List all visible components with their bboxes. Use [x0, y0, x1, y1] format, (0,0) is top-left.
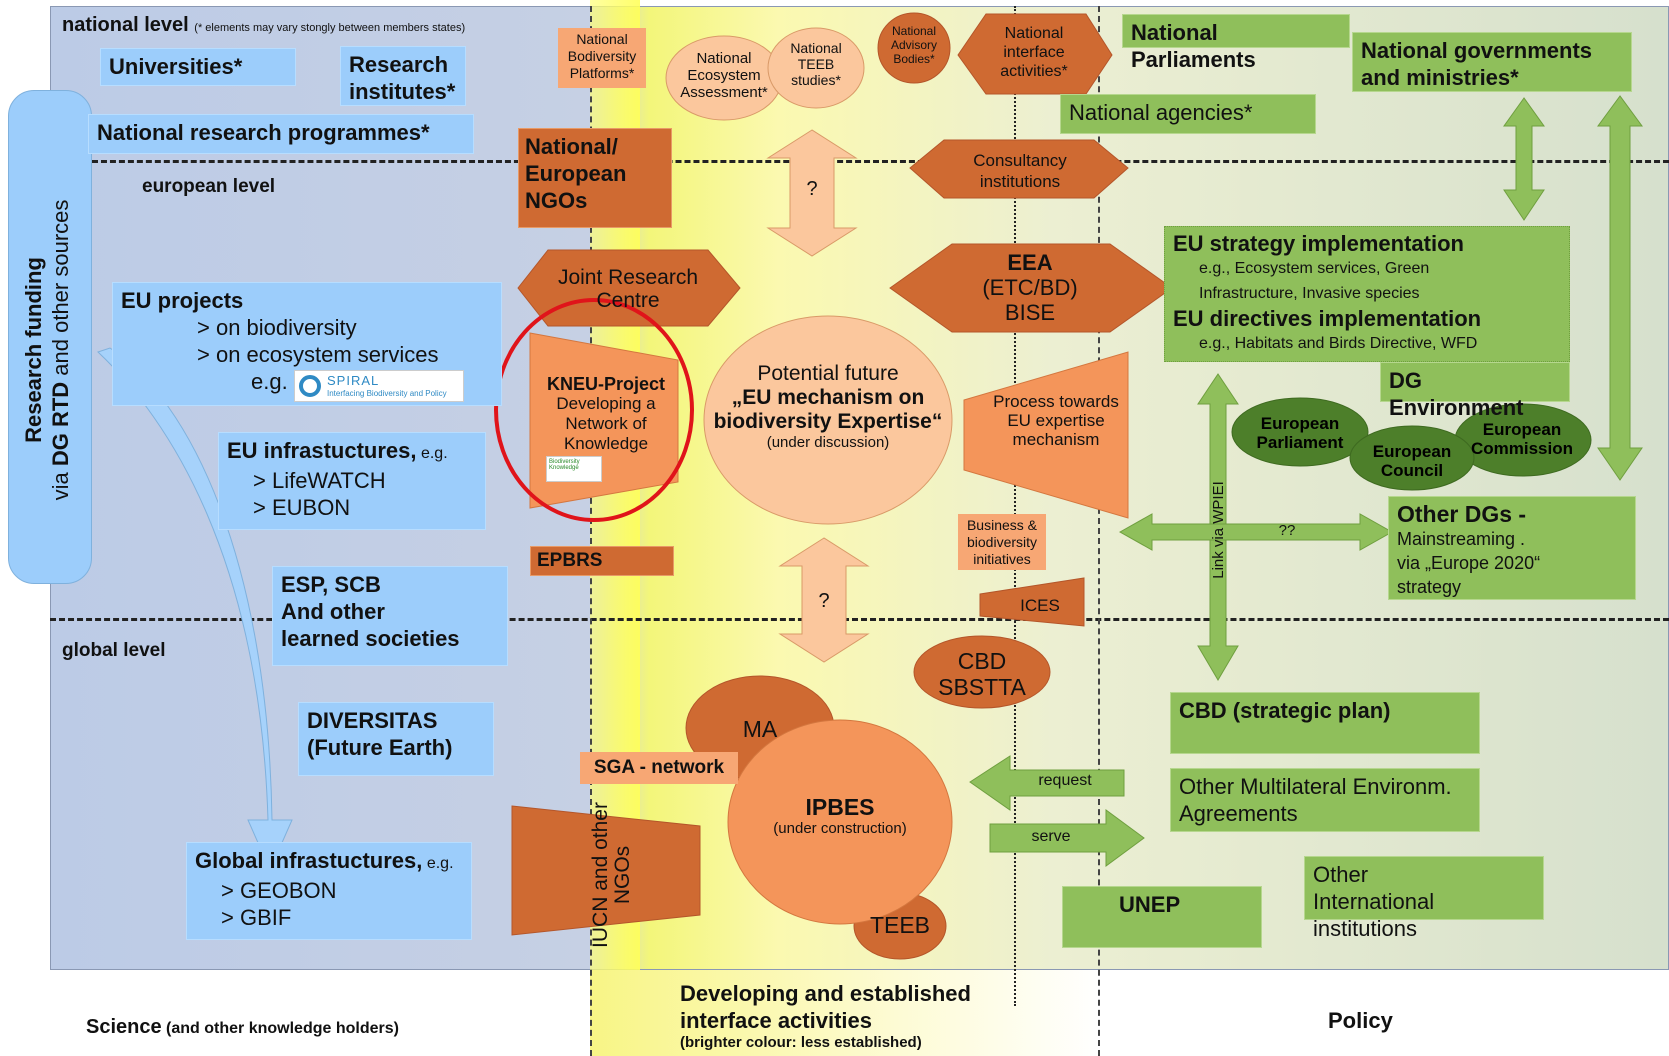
national-agencies-box: National agencies* [1060, 94, 1316, 134]
consultancy-institutions: Consultancy institutions [973, 151, 1067, 191]
eu-directives-title: EU directives implementation [1173, 306, 1482, 331]
eu-strategy-example: e.g., Ecosystem services, Green [1199, 260, 1430, 277]
unep-box: UNEP [1062, 886, 1262, 948]
double-question-label: ?? [1278, 522, 1296, 539]
question-mark-upper: ? [806, 178, 818, 200]
cbd-strategic-plan-box: CBD (strategic plan) [1170, 692, 1480, 754]
national-ecosystem-assessment: National Ecosystem Assessment* [680, 50, 768, 101]
other-dgs-box: Other DGs - Mainstreaming . via „Europe … [1388, 496, 1636, 600]
eea-label: EEA(ETC/BD)BISE [982, 250, 1078, 325]
european-council-label: European Council [1372, 442, 1452, 480]
universities-box: Universities* [100, 48, 296, 86]
serve-label: serve [1031, 828, 1071, 845]
question-mark-lower: ? [818, 590, 830, 612]
teeb-label: TEEB [869, 912, 931, 938]
spiral-logo-text: SPIRAL [327, 373, 380, 388]
national-advisory-bodies: National Advisory Bodies* [890, 24, 937, 66]
eu-implementation-box: EU strategy implementation e.g., Ecosyst… [1164, 226, 1570, 362]
national-parliaments-box: National Parliaments [1122, 14, 1350, 72]
eu-directives-example: e.g., Habitats and Birds Directive, WFD [1199, 335, 1478, 352]
national-biodiversity-platforms: National Bodiversity Platforms* [558, 28, 646, 88]
request-label: request [1038, 772, 1092, 789]
ices-label: ICES [1020, 596, 1060, 615]
eu-projects-title: EU projects [121, 288, 244, 313]
spiral-logo: SPIRAL Interfacing Biodiversity and Poli… [294, 370, 464, 402]
national-research-box: National research programmes* [88, 114, 474, 154]
european-parliament-label: European Parliament [1256, 414, 1344, 452]
interface-footer-label: Developing and established interface act… [680, 981, 971, 1051]
kneu-project-label: KNEU-Project Developing a Network of Kno… [546, 374, 666, 453]
global-infra-item: > GEOBON [221, 878, 337, 903]
global-infra-item: > GBIF [221, 905, 292, 930]
ipbes-label: IPBES (under construction) [773, 794, 907, 837]
research-funding-label: Research funding via DG RTD and other so… [20, 110, 80, 590]
future-eu-mechanism: Potential future „EU mechanism on biodiv… [713, 362, 943, 451]
dg-environment-box: DG Environment [1380, 362, 1570, 420]
eu-projects-item: > on ecosystem services [197, 342, 439, 367]
funding-line-2: via DG RTD and other sources [48, 199, 73, 501]
eu-infrastructures-box: EU infrastuctures, e.g. > LifeWATCH > EU… [218, 432, 486, 530]
science-footer-label: Science (and other knowledge holders) [86, 1016, 399, 1038]
process-towards-eu-expertise: Process towards EU expertise mechanism [993, 392, 1119, 449]
other-dgs-title: Other DGs - [1397, 501, 1527, 527]
funding-line-1: Research funding [21, 257, 46, 443]
diversitas-box: DIVERSITAS(Future Earth) [298, 702, 494, 776]
national-european-divider [92, 160, 1669, 163]
interface-right-border [1098, 6, 1100, 1056]
interface-left-border [590, 6, 592, 1056]
national-interface-activities: National interface activities* [1000, 25, 1068, 80]
eu-strategy-title: EU strategy implementation [1173, 231, 1464, 256]
spiral-logo-icon [299, 375, 321, 397]
eu-infra-item: > LifeWATCH [253, 468, 386, 493]
iucn-label: IUCN and other NGOs [589, 802, 634, 948]
eu-projects-example: e.g. [251, 369, 288, 394]
european-level-label: european level [142, 176, 276, 197]
policy-footer-label: Policy [1328, 1008, 1393, 1033]
epbrs-box: EPBRS [530, 546, 674, 576]
eu-projects-item: > on biodiversity [197, 315, 357, 340]
other-mea-box: Other Multilateral Environm.Agreements [1170, 768, 1480, 832]
european-commission-label: European Commission [1470, 420, 1574, 458]
business-biodiversity-initiatives: Business & biodiversity initiatives [958, 514, 1046, 570]
joint-research-centre: Joint Research Centre [557, 266, 699, 312]
research-funding-box [8, 90, 92, 584]
spiral-logo-tagline: Interfacing Biodiversity and Policy [327, 389, 447, 398]
global-level-label: global level [62, 640, 166, 661]
link-via-wpiei-label: Link via WPIEI [1210, 481, 1227, 579]
biodiversity-knowledge-logo: Biodiversity Knowledge [546, 456, 602, 482]
sga-network-box: SGA - network [580, 752, 738, 784]
eu-strategy-example: Infrastructure, Invasive species [1199, 285, 1420, 302]
national-level-note: (* elements may vary stongly between mem… [194, 22, 466, 34]
global-infrastructures-box: Global infrastuctures, e.g. > GEOBON > G… [186, 842, 472, 940]
ma-label: MA [742, 716, 778, 742]
national-teeb-studies: National TEEB studies* [790, 40, 842, 88]
national-level-label: national level (* elements may vary ston… [62, 14, 466, 36]
eu-infra-item: > EUBON [253, 495, 351, 520]
